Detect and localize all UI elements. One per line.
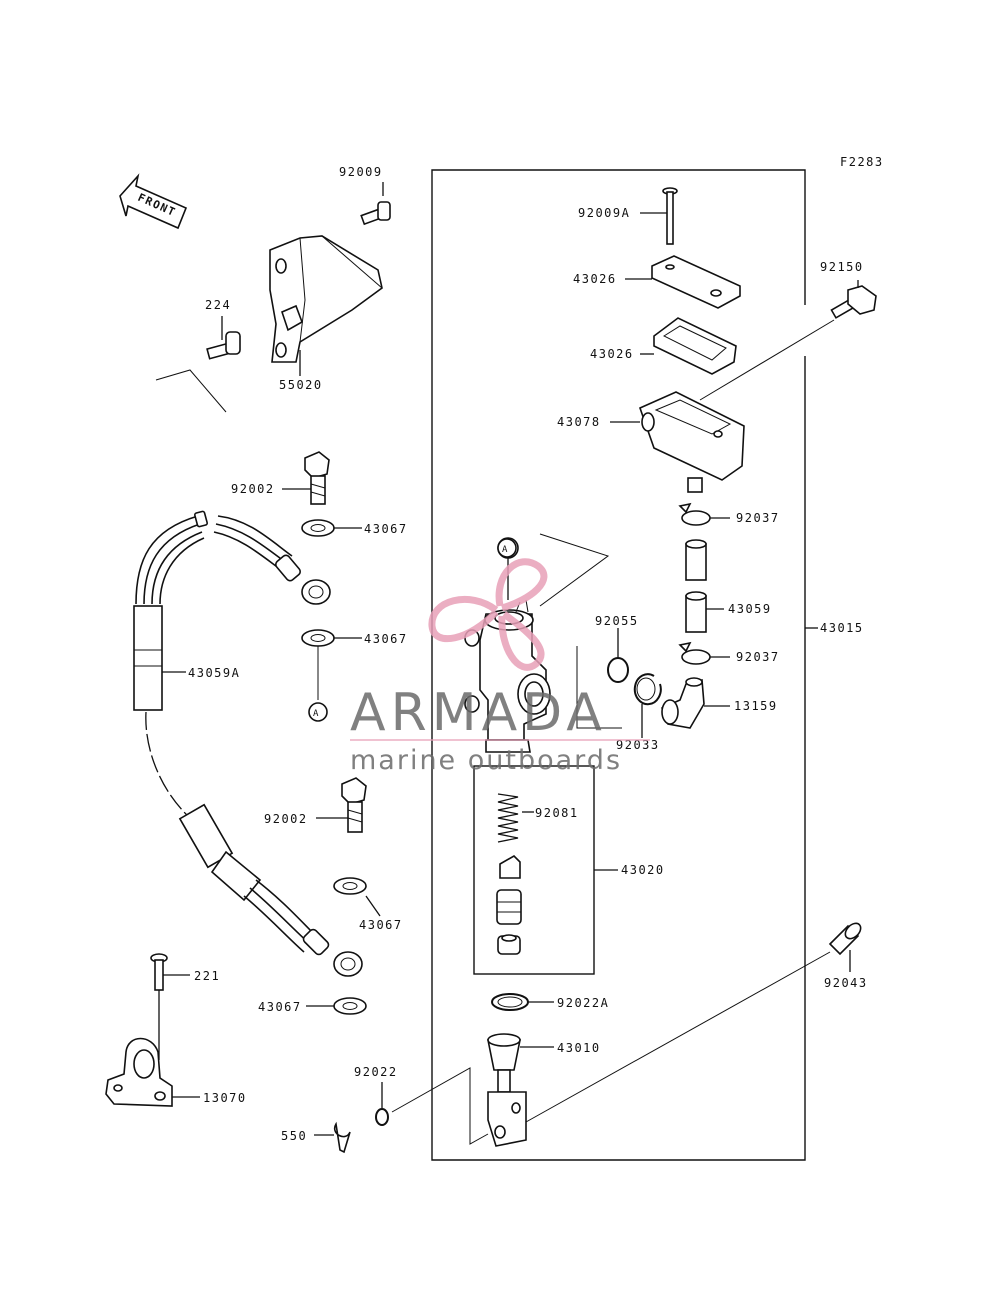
label-92033: 92033 (616, 738, 660, 752)
screw-221 (150, 953, 190, 1060)
bolt-92150 (699, 280, 877, 401)
bolt-92009 (360, 182, 391, 226)
label-92081: 92081 (535, 806, 579, 820)
diaphragm-43026 (640, 317, 737, 375)
label-92002-lower: 92002 (264, 812, 308, 826)
label-43067-b: 43067 (364, 632, 408, 646)
hose-clamp-13070 (105, 1037, 200, 1107)
label-221: 221 (194, 969, 220, 983)
watermark-brand: ARMADA (350, 683, 607, 743)
svg-text:A: A (313, 709, 319, 719)
label-43067-d: 43067 (258, 1000, 302, 1014)
label-92022A: 92022A (557, 996, 609, 1010)
label-43015: 43015 (820, 621, 864, 635)
o-ring-92055 (607, 628, 629, 683)
piston-seal (497, 934, 521, 955)
label-43010: 43010 (557, 1041, 601, 1055)
crush-washer-43067-c (333, 877, 381, 917)
label-43067-a: 43067 (364, 522, 408, 536)
circlip-92033 (633, 673, 662, 738)
label-43059: 43059 (728, 602, 772, 616)
label-92009A: 92009A (578, 206, 630, 220)
label-92150: 92150 (820, 260, 864, 274)
crush-washer-43067-d (306, 997, 367, 1015)
snap-ring-92022A (491, 993, 554, 1011)
hose-clamp-92037-lower (678, 641, 730, 665)
callout-a-body: A (497, 538, 517, 558)
label-13070: 13070 (203, 1091, 247, 1105)
banjo-bolt-92002-upper (282, 451, 330, 505)
washer-92022 (375, 1067, 489, 1145)
screw-92009A (640, 187, 678, 245)
brake-hose-43059A (133, 510, 363, 977)
assembly-outline-43015 (431, 169, 818, 1161)
hose-elbow-13159 (660, 677, 730, 729)
reservoir-hose-43059 (685, 539, 724, 633)
label-55020: 55020 (279, 378, 323, 392)
reservoir-cap-43026 (625, 255, 741, 309)
cotter-pin-550 (314, 1121, 351, 1154)
push-rod-43010 (487, 1033, 554, 1147)
callout-a-hose: A (308, 702, 328, 722)
crush-washer-43067-a (301, 519, 362, 537)
label-13159: 13159 (734, 699, 778, 713)
label-550: 550 (281, 1129, 307, 1143)
label-43026-cap: 43026 (573, 272, 617, 286)
label-92043: 92043 (824, 976, 868, 990)
hose-clamp-92037-upper (678, 502, 730, 526)
banjo-bolt-92002-lower (316, 777, 367, 833)
bolt-224 (155, 316, 241, 413)
front-direction-arrow: FRONT (119, 173, 188, 230)
label-43026-diaphragm: 43026 (590, 347, 634, 361)
reservoir-43078 (610, 391, 745, 493)
watermark-logo: ARMADA marine outboards (350, 558, 650, 776)
propeller-icon (428, 558, 548, 671)
return-spring-92081 (497, 793, 534, 843)
piston-cup (499, 855, 521, 879)
label-92037-upper: 92037 (736, 511, 780, 525)
label-43078: 43078 (557, 415, 601, 429)
watermark-tagline: marine outboards (350, 745, 622, 776)
label-43020: 43020 (621, 863, 665, 877)
label-92055: 92055 (595, 614, 639, 628)
label-92002-upper: 92002 (231, 482, 275, 496)
svg-text:A: A (502, 545, 508, 555)
crush-washer-43067-b (301, 629, 362, 700)
label-92009: 92009 (339, 165, 383, 179)
bracket-55020 (269, 235, 383, 376)
clevis-pin-92043 (525, 922, 862, 1123)
figure-code: F2283 (840, 155, 884, 169)
piston-kit-outline-43020 (473, 765, 595, 975)
piston (496, 889, 522, 925)
label-224: 224 (205, 298, 231, 312)
label-92022: 92022 (354, 1065, 398, 1079)
label-92037-lower: 92037 (736, 650, 780, 664)
label-43067-c: 43067 (359, 918, 403, 932)
label-43059A: 43059A (188, 666, 240, 680)
